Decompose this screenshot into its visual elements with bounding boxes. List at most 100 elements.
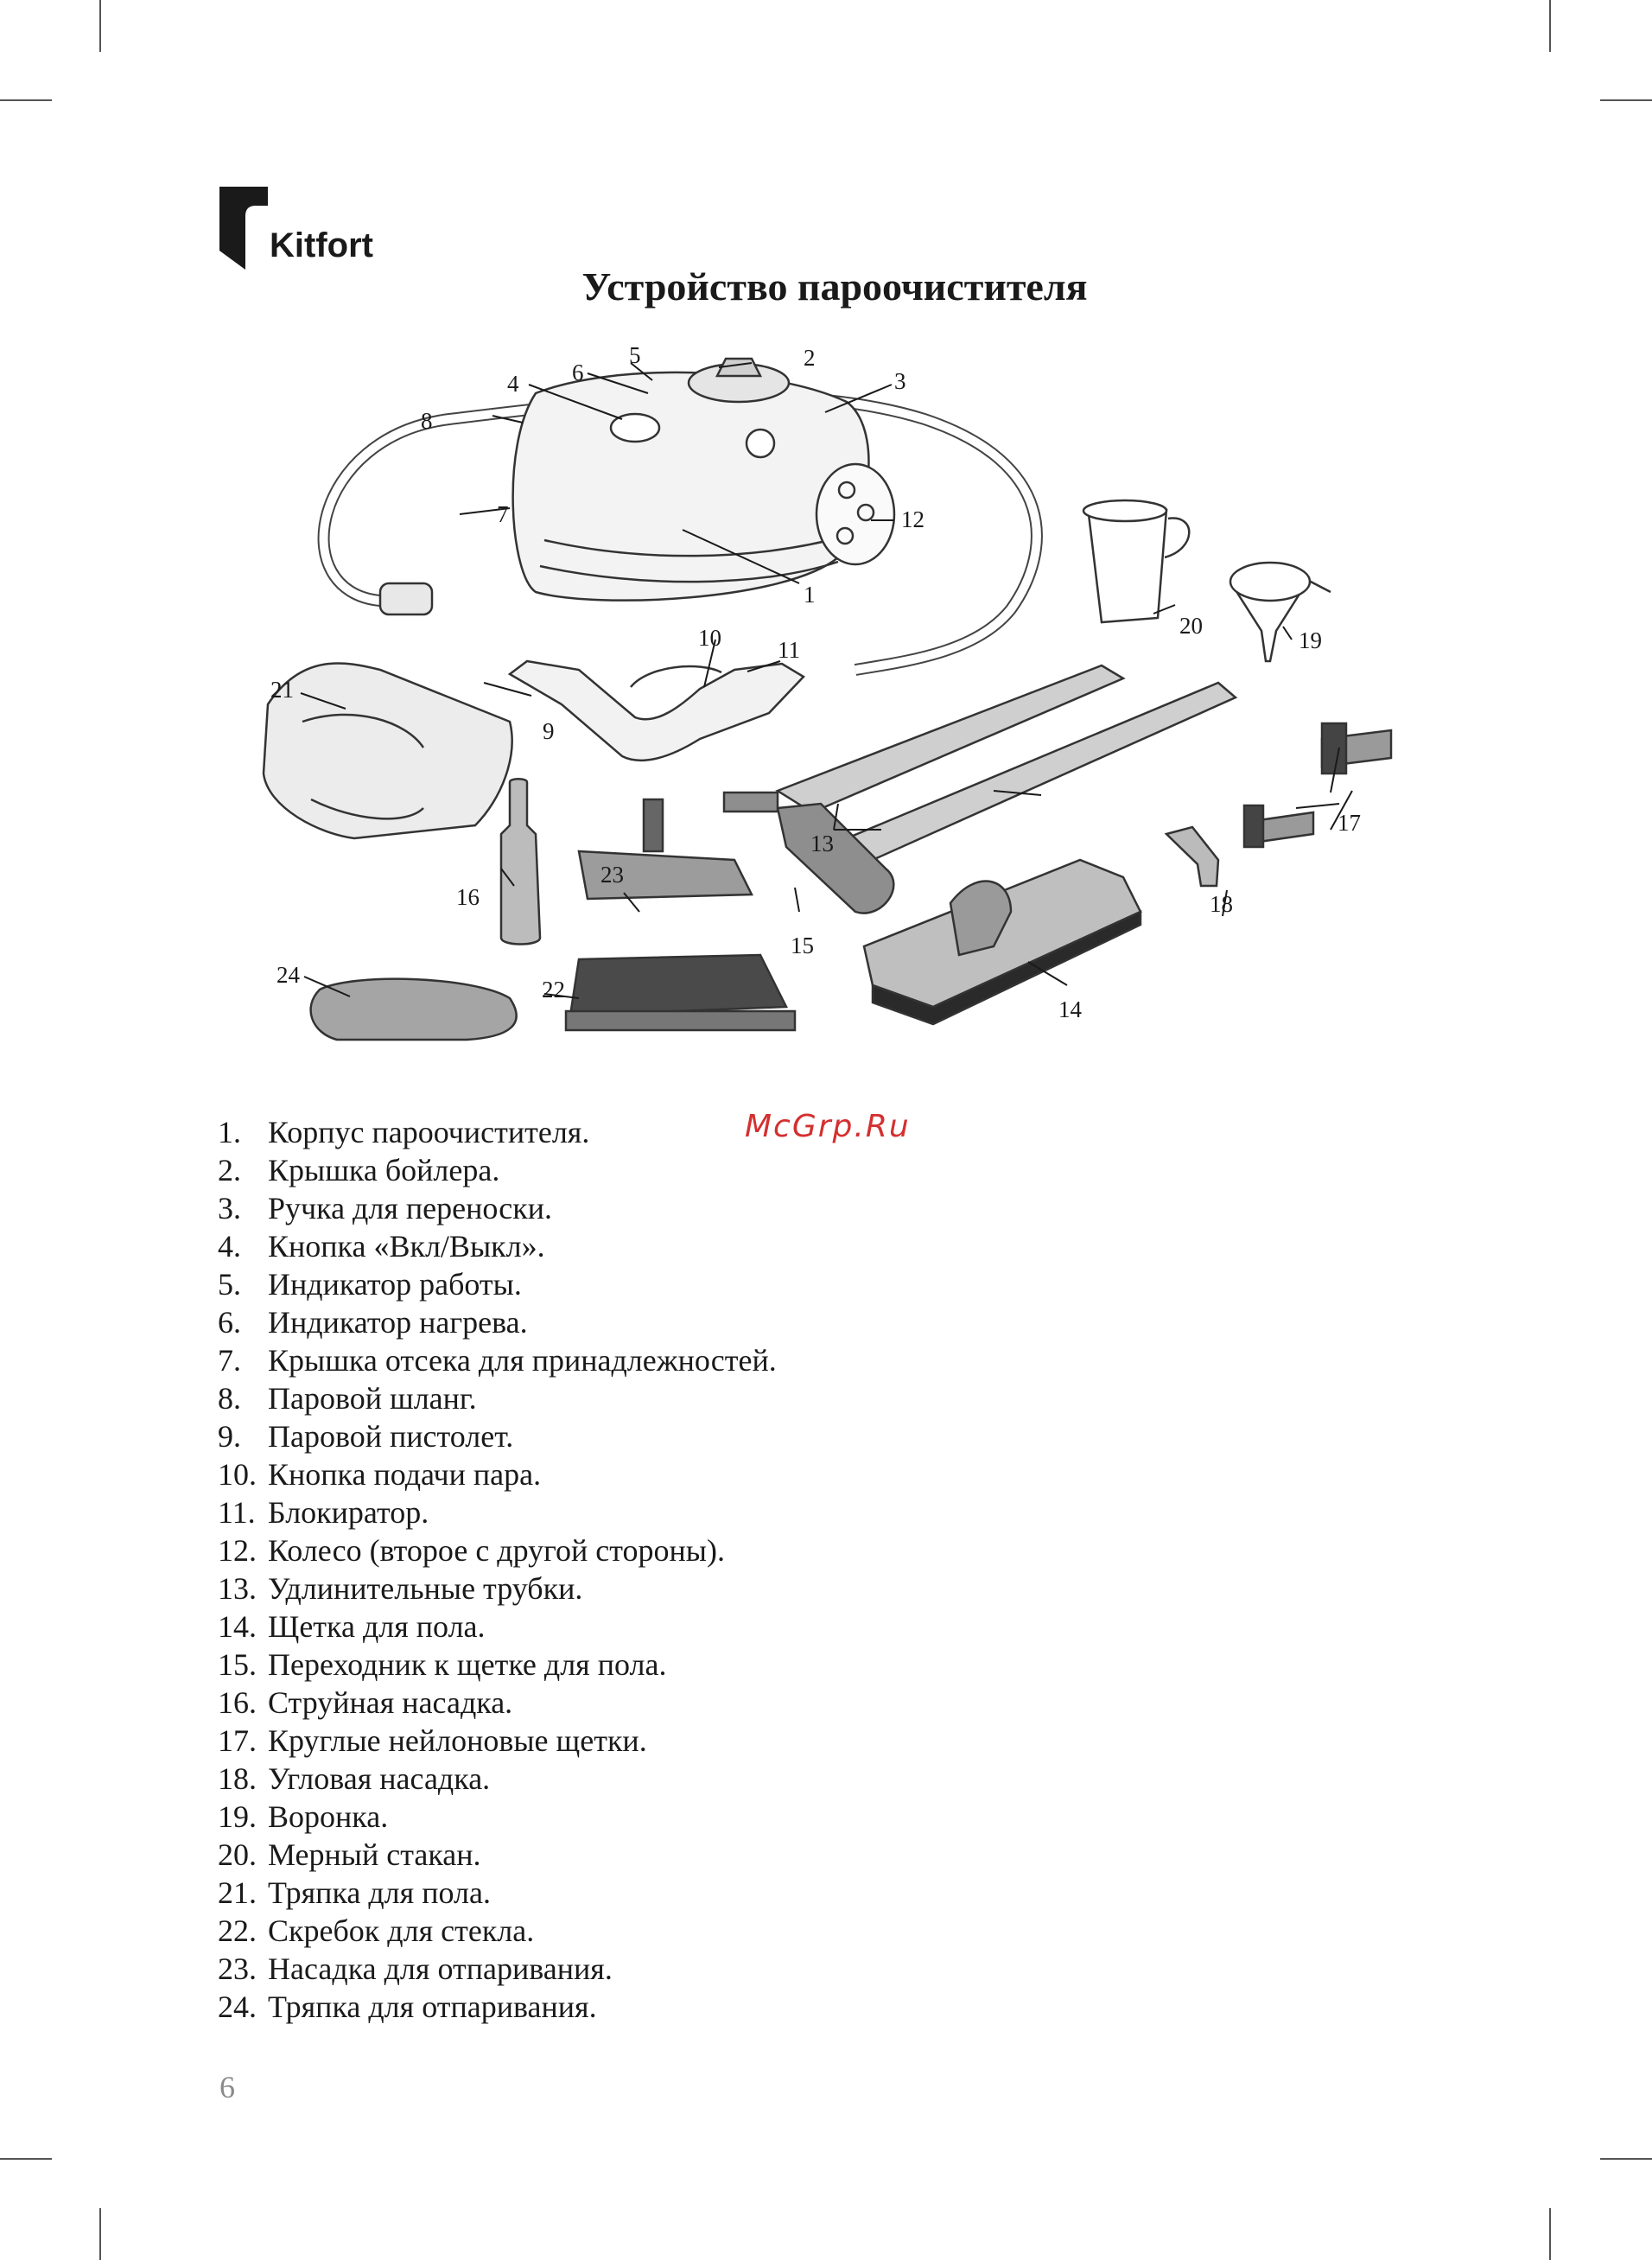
part-list-item: 22. Скребок для стекла. — [218, 1912, 777, 1950]
part-description: Кнопка «Вкл/Выкл». — [268, 1229, 545, 1264]
part-list-item: 24. Тряпка для отпаривания. — [218, 1988, 777, 2026]
part-number: 6. — [218, 1305, 241, 1340]
callout-number: 18 — [1210, 891, 1233, 917]
part-list-item: 18. Угловая насадка. — [218, 1760, 777, 1798]
callout-number: 20 — [1179, 613, 1203, 639]
part-list-item: 16.Струйная насадка. — [218, 1684, 777, 1722]
crop-mark — [99, 2208, 101, 2260]
part-description: Насадка для отпаривания. — [268, 1951, 613, 1986]
part-number: 5. — [218, 1267, 241, 1302]
part-list-item: 23. Насадка для отпаривания. — [218, 1950, 777, 1988]
part-description: Щетка для пола. — [268, 1609, 486, 1644]
callout-number: 14 — [1058, 996, 1083, 1022]
part-description: Крышка отсека для принадлежностей. — [268, 1343, 777, 1378]
part-list-item: 15. Переходник к щетке для пола. — [218, 1646, 777, 1684]
part-number: 15. — [218, 1647, 257, 1682]
part-description: Удлинительные трубки. — [268, 1571, 583, 1606]
page-number: 6 — [219, 2070, 235, 2104]
part-list-item: 20. Мерный стакан. — [218, 1836, 777, 1874]
callout-number: 22 — [542, 977, 565, 1003]
part-list-item: 21. Тряпка для пола. — [218, 1874, 777, 1912]
part-number: 20. — [218, 1837, 257, 1872]
callout-number: 2 — [804, 345, 816, 371]
part-description: Тряпка для пола. — [268, 1875, 491, 1910]
callout-number: 5 — [629, 342, 641, 368]
part-number: 14. — [218, 1609, 257, 1644]
part-list-item: 6. Индикатор нагрева. — [218, 1303, 777, 1341]
part-list-item: 8.Паровой шланг. — [218, 1379, 777, 1417]
parts-list: 1.Корпус пароочистителя.2. Крышка бойлера… — [218, 1113, 777, 2026]
part-number: 19. — [218, 1799, 257, 1834]
part-number: 23. — [218, 1951, 257, 1986]
crop-mark — [1549, 0, 1551, 52]
part-number: 16. — [218, 1685, 257, 1720]
part-list-item: 13. Удлинительные трубки. — [218, 1569, 777, 1607]
callout-number: 10 — [698, 625, 721, 651]
part-description: Колесо (второе с другой стороны). — [268, 1533, 725, 1568]
part-number: 18. — [218, 1761, 257, 1796]
part-description: Паровой пистолет. — [268, 1419, 514, 1454]
part-number: 9. — [218, 1419, 241, 1454]
watermark: McGrp.Ru — [745, 1109, 911, 1144]
part-number: 4. — [218, 1229, 241, 1264]
part-list-item: 10. Кнопка подачи пара. — [218, 1455, 777, 1493]
part-description: Угловая насадка. — [268, 1761, 491, 1796]
callout-number: 8 — [421, 408, 433, 434]
callout-number: 24 — [276, 962, 301, 988]
crop-mark — [0, 99, 52, 101]
part-list-item: 12. Колесо (второе с другой стороны). — [218, 1531, 777, 1569]
callout-number: 7 — [497, 501, 509, 527]
callout-number: 21 — [270, 677, 294, 703]
part-number: 12. — [218, 1533, 257, 1568]
part-description: Тряпка для отпаривания. — [268, 1989, 597, 2024]
callout-number: 12 — [901, 506, 924, 532]
part-description: Паровой шланг. — [268, 1381, 477, 1416]
brand-name: Kitfort — [270, 226, 373, 264]
part-description: Крышка бойлера. — [268, 1153, 500, 1187]
part-number: 21. — [218, 1875, 257, 1910]
callout-number: 3 — [894, 368, 906, 394]
callout-number: 23 — [600, 862, 624, 888]
part-description: Мерный стакан. — [268, 1837, 481, 1872]
part-list-item: 9. Паровой пистолет. — [218, 1417, 777, 1455]
crop-mark — [1600, 99, 1652, 101]
callout-number: 19 — [1299, 627, 1322, 653]
part-list-item: 19. Воронка. — [218, 1798, 777, 1836]
part-list-item: 1.Корпус пароочистителя. — [218, 1113, 777, 1151]
part-number: 24. — [218, 1989, 257, 2024]
part-list-item: 17.Круглые нейлоновые щетки. — [218, 1722, 777, 1760]
part-list-item: 4. Кнопка «Вкл/Выкл». — [218, 1227, 777, 1265]
kitfort-logo-icon — [219, 187, 268, 270]
part-number: 2. — [218, 1153, 241, 1187]
callout-number: 11 — [778, 637, 800, 663]
part-list-item: 7. Крышка отсека для принадлежностей. — [218, 1341, 777, 1379]
part-list-item: 2. Крышка бойлера. — [218, 1151, 777, 1189]
crop-mark — [99, 0, 101, 52]
part-number: 11. — [218, 1495, 256, 1530]
part-description: Скребок для стекла. — [268, 1913, 535, 1948]
part-list-item: 11. Блокиратор. — [218, 1493, 777, 1531]
part-number: 13. — [218, 1571, 257, 1606]
callout-number: 4 — [507, 371, 519, 397]
part-number: 22. — [218, 1913, 257, 1948]
part-number: 3. — [218, 1191, 241, 1225]
part-description: Блокиратор. — [268, 1495, 429, 1530]
part-description: Индикатор работы. — [268, 1267, 522, 1302]
steam-cleaner-diagram: 1 2 3 4 5 6 7 8 9 10 11 12 13 14 15 16 1… — [262, 342, 1393, 1041]
page-title: Устройство пароочистителя — [581, 264, 1088, 309]
callout-number: 6 — [572, 360, 584, 385]
part-number: 17. — [218, 1723, 257, 1758]
part-list-item: 5. Индикатор работы. — [218, 1265, 777, 1303]
part-number: 7. — [218, 1343, 241, 1378]
crop-mark — [1549, 2208, 1551, 2260]
part-number: 10. — [218, 1457, 257, 1492]
part-description: Ручка для переноски. — [268, 1191, 553, 1225]
part-description: Воронка. — [268, 1799, 389, 1834]
callout-number: 1 — [804, 582, 816, 608]
part-description: Переходник к щетке для пола. — [268, 1647, 667, 1682]
part-description: Индикатор нагрева. — [268, 1305, 528, 1340]
part-list-item: 14. Щетка для пола. — [218, 1607, 777, 1646]
part-description: Кнопка подачи пара. — [268, 1457, 542, 1492]
callout-number: 16 — [456, 884, 480, 910]
crop-mark — [0, 2158, 52, 2160]
